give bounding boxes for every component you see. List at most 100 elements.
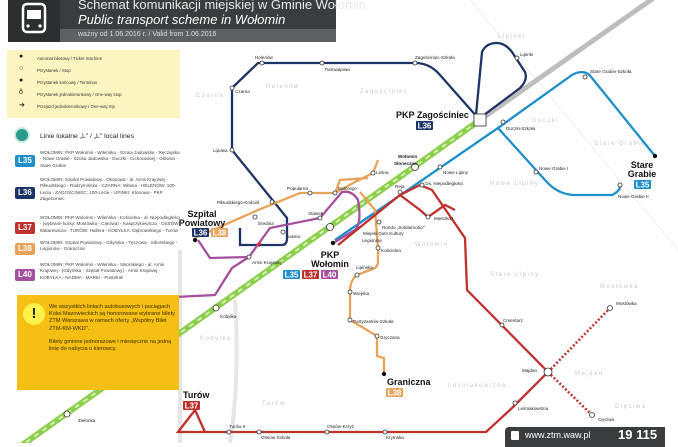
lines-title: Linie lokalne „L" / „L" local lines <box>40 133 134 140</box>
route-L40[interactable] <box>174 190 361 299</box>
stop-label: Tramwajowa <box>324 67 350 72</box>
stop-marker[interactable] <box>226 429 232 435</box>
stop-label: Helenów <box>255 55 274 60</box>
terminus-label: Stare <box>631 160 654 170</box>
stop-marker[interactable] <box>419 182 425 188</box>
stop-label: Nowe Grabie I <box>539 166 568 171</box>
stop-label: Zielonka <box>78 418 96 423</box>
stop-marker[interactable] <box>252 214 258 220</box>
stop-marker[interactable] <box>514 55 520 61</box>
stop-label: Batorego <box>338 186 357 191</box>
stop-label: Gryczana <box>380 335 400 340</box>
terminus-label: PKP <box>321 250 340 260</box>
map-line-badge-L38[interactable] <box>211 228 228 237</box>
rail-station-marker[interactable] <box>212 304 220 312</box>
map-line-badge-L37[interactable] <box>302 270 319 279</box>
stop-marker[interactable] <box>307 190 313 196</box>
stop-marker[interactable] <box>259 60 265 66</box>
rail-station-marker[interactable] <box>63 410 71 418</box>
rail-station-marker[interactable] <box>326 223 334 231</box>
stop-label: Czarna <box>235 89 250 94</box>
area-label: Helenów <box>266 84 300 90</box>
stop-marker[interactable] <box>347 317 353 323</box>
stop-marker[interactable] <box>617 182 623 188</box>
map-line-badge-L35[interactable] <box>283 270 300 279</box>
rail-station-marker[interactable] <box>473 113 487 127</box>
line-badge[interactable]: L37 <box>15 222 35 234</box>
map-line-badge-label: L35 <box>636 181 650 190</box>
stop-marker[interactable] <box>317 215 323 221</box>
stop-marker[interactable] <box>437 164 443 170</box>
line-badge[interactable]: L40 <box>15 269 35 281</box>
stop-marker[interactable] <box>425 214 431 220</box>
route-L35[interactable] <box>334 70 656 241</box>
area-label: Zagościniec <box>360 89 409 95</box>
boundary <box>178 250 239 443</box>
exclamation-icon: ! <box>23 303 45 325</box>
map-line-badge-L37[interactable] <box>183 401 200 410</box>
stop-marker[interactable] <box>280 229 286 235</box>
stop-label: Wiejska <box>353 291 370 296</box>
stop-label: Sasina <box>286 234 300 239</box>
area-label: Duczki <box>532 118 559 124</box>
stop-marker[interactable] <box>533 169 539 175</box>
stop-marker[interactable] <box>412 60 418 66</box>
validity-date: ważny od 1.06.2016 r. / Valid from 1.06.… <box>78 31 217 38</box>
stop-marker[interactable] <box>229 85 235 91</box>
map-line-badge-L36[interactable] <box>192 228 209 237</box>
stop-marker[interactable] <box>382 429 388 435</box>
interchange-marker[interactable] <box>543 367 553 377</box>
stop-marker[interactable] <box>324 429 330 435</box>
stop-label: Lipińska <box>356 265 373 270</box>
terminus-marker <box>652 153 658 159</box>
map-line-badge-L36[interactable] <box>416 121 433 130</box>
stop-marker[interactable] <box>246 254 252 260</box>
rail-station-marker[interactable] <box>411 163 419 171</box>
stop-marker[interactable] <box>374 333 380 339</box>
stop-marker[interactable] <box>582 74 588 80</box>
stop-marker[interactable] <box>589 412 595 418</box>
phone-number[interactable]: 19 115 <box>618 427 658 442</box>
stop-marker[interactable] <box>512 400 518 406</box>
stop-label: Os. Niepodległości <box>425 181 463 186</box>
stop-label: Krymska <box>386 435 404 440</box>
map-line-badge-L38[interactable] <box>386 388 403 397</box>
line-badge[interactable]: L36 <box>15 187 35 199</box>
map-line-badge-label: L36 <box>194 229 208 238</box>
stop-label: Stawek <box>308 211 324 216</box>
area-label: Mostówka <box>600 284 639 290</box>
stop-marker[interactable] <box>256 429 262 435</box>
stop-marker[interactable] <box>397 189 403 195</box>
legend-label: Przejazd jednokierunkowy / One-way trip <box>37 104 115 109</box>
map-line-badge-label: L37 <box>304 271 318 280</box>
stop-marker[interactable] <box>347 289 353 295</box>
website-link[interactable]: www.ztm.waw.pl <box>525 430 591 440</box>
legend-label: Przystanek końcowy / Terminus <box>37 80 98 85</box>
stop-marker[interactable] <box>319 60 325 66</box>
line-route-description: WOŁOMIN: Szpital Powiatowy - Gdyńska - T… <box>40 240 178 252</box>
stop-marker[interactable] <box>229 147 235 153</box>
route-L37-selected-trips[interactable] <box>547 307 611 416</box>
line-route-description: WOŁOMIN: PKP Wołomin - Wileńska - Szosa … <box>40 150 180 168</box>
stop-marker[interactable] <box>332 190 338 196</box>
stop-label: Lipowa <box>213 148 228 153</box>
stop-marker[interactable] <box>376 219 382 225</box>
terminus-icon: ● <box>19 77 24 84</box>
terminus-label: PKP Zagościniec <box>396 110 469 120</box>
line-badge[interactable]: L35 <box>15 155 35 167</box>
legend-label: Przystanek / Stop <box>37 68 71 73</box>
stop-marker[interactable] <box>607 305 613 311</box>
stop-label: Cięciwa <box>598 417 615 422</box>
stop-marker[interactable] <box>375 245 381 251</box>
route-L36[interactable] <box>230 41 527 247</box>
stop-marker[interactable] <box>500 119 506 125</box>
map-line-badge-L40[interactable] <box>321 270 338 279</box>
station-label: Wołomin <box>398 154 418 159</box>
stop-marker[interactable] <box>499 322 505 328</box>
stop-marker[interactable] <box>370 170 376 176</box>
map-line-badge-L35[interactable] <box>634 180 651 189</box>
line-badge[interactable]: L38 <box>15 243 35 255</box>
stop-marker[interactable] <box>354 272 360 278</box>
stop-marker[interactable] <box>269 199 275 205</box>
